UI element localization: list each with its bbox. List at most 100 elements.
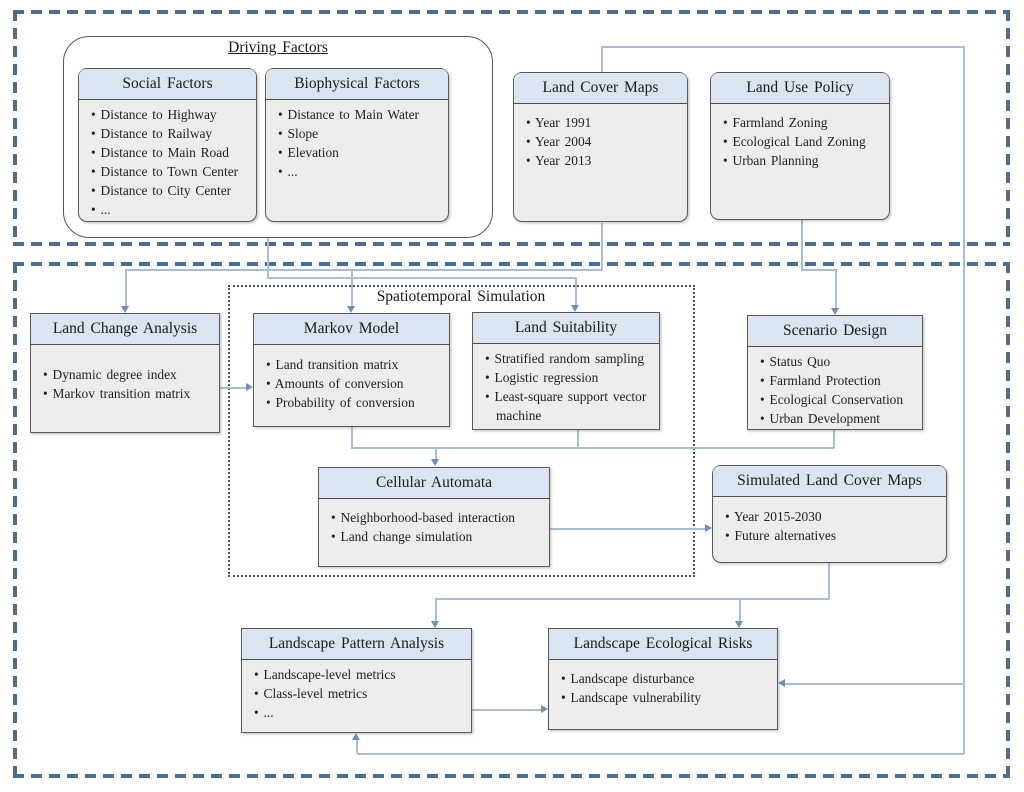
dashed-edge (13, 10, 17, 246)
box-items: Landscape disturbance Landscape vulnerab… (549, 660, 777, 707)
list-item: Future alternatives (721, 526, 942, 545)
box-title: Cellular Automata (319, 468, 549, 499)
list-item: Distance to Town Center (87, 162, 252, 181)
connector-simulated-bus (435, 598, 829, 600)
arrowhead (735, 621, 743, 628)
list-item: Logistic regression (481, 368, 655, 387)
list-item: Distance to City Center (87, 181, 252, 200)
box-items: Dynamic degree index Markov transition m… (31, 345, 219, 403)
dashed-edge (13, 262, 17, 778)
list-item: Distance to Highway (87, 105, 252, 124)
connector-analysis-to-markov (220, 387, 247, 389)
list-item: Land change simulation (327, 527, 545, 546)
list-item: Year 2015-2030 (721, 507, 942, 526)
list-item: Elevation (274, 143, 444, 162)
list-item: Stratified random sampling (481, 349, 655, 368)
box-items: Farmland Zoning Ecological Land Zoning U… (711, 104, 889, 170)
list-item: Year 2013 (522, 151, 683, 170)
arrowhead (431, 621, 439, 628)
list-item: Year 1991 (522, 113, 683, 132)
list-item: Urban Planning (719, 151, 885, 170)
arrowhead (705, 524, 712, 532)
box-items: Stratified random sampling Logistic regr… (473, 344, 659, 425)
list-item: Landscape vulnerability (557, 688, 773, 707)
arrowhead (831, 308, 839, 315)
arrowhead (571, 305, 579, 312)
connector-drivingfactors-bus (267, 277, 576, 279)
spatiotemporal-simulation-group (228, 285, 695, 577)
dashed-edge (13, 242, 1010, 246)
connector-simulated-bottom-stub (828, 563, 830, 599)
box-title: Scenario Design (748, 316, 922, 347)
arrowhead (431, 459, 439, 466)
box-scenario-design: Scenario Design Status Quo Farmland Prot… (747, 315, 923, 430)
list-item: Urban Development (756, 409, 918, 428)
connector-scenario-bottom-stub (833, 430, 835, 448)
box-land-cover-maps: Land Cover Maps Year 1991 Year 2004 Year… (513, 72, 688, 222)
driving-factors-label: Driving Factors (228, 39, 328, 56)
arrowhead (778, 679, 785, 687)
box-simulated-land-cover-maps: Simulated Land Cover Maps Year 2015-2030… (712, 465, 947, 563)
connector-to-cellular-automata (435, 447, 437, 460)
connector-landusepolicy-stub (801, 220, 803, 270)
arrowhead (541, 705, 548, 713)
dashed-edge (1006, 10, 1010, 246)
box-title: Markov Model (254, 314, 449, 345)
arrowhead (352, 733, 360, 740)
box-items: Year 2015-2030 Future alternatives (713, 497, 946, 545)
connector-landcover-top-stub (601, 46, 603, 72)
arrowhead (121, 306, 129, 313)
list-item: Land transition matrix (262, 355, 445, 374)
box-land-change-analysis: Land Change Analysis Dynamic degree inde… (30, 313, 220, 433)
list-item: Least-square support vector machine (481, 387, 655, 425)
box-title: Land Change Analysis (31, 314, 219, 345)
connector-suitability-bottom-stub (577, 430, 579, 448)
driving-factors-group (63, 36, 493, 238)
dashed-edge (13, 774, 1010, 778)
connector-to-pattern-analysis (435, 598, 437, 622)
connector-to-land-change-analysis (125, 269, 127, 307)
connector-landusepolicy-jog (801, 269, 836, 271)
box-title: Biophysical Factors (266, 69, 448, 100)
connector-to-markov-model (351, 269, 353, 307)
list-item: Distance to Railway (87, 124, 252, 143)
list-item: ... (250, 703, 467, 722)
arrowhead (246, 383, 253, 391)
box-title: Social Factors (79, 69, 256, 100)
list-item: Slope (274, 124, 444, 143)
box-landscape-ecological-risks: Landscape Ecological Risks Landscape dis… (548, 628, 778, 730)
box-items: Distance to Highway Distance to Railway … (79, 100, 256, 219)
connector-cellular-to-simulated (548, 528, 706, 530)
box-cellular-automata: Cellular Automata Neighborhood-based int… (318, 467, 550, 567)
box-landscape-pattern-analysis: Landscape Pattern Analysis Landscape-lev… (241, 628, 472, 733)
list-item: Amounts of conversion (262, 374, 445, 393)
list-item: Farmland Zoning (719, 113, 885, 132)
list-item: ... (87, 200, 252, 219)
connector-feedback-to-pattern-analysis (356, 740, 358, 753)
list-item: ... (274, 162, 444, 181)
dashed-edge (13, 10, 1010, 14)
box-title: Landscape Pattern Analysis (242, 629, 471, 660)
list-item: Ecological Land Zoning (719, 132, 885, 151)
box-items: Neighborhood-based interaction Land chan… (319, 499, 549, 546)
box-title: Land Use Policy (711, 73, 889, 104)
connector-feedback-to-ecological-risks (785, 683, 964, 685)
list-item: Farmland Protection (756, 371, 918, 390)
list-item: Status Quo (756, 352, 918, 371)
connector-right-feedback (963, 46, 965, 754)
list-item: Probability of conversion (262, 393, 445, 412)
connector-pattern-to-risks (472, 709, 542, 711)
list-item: Landscape disturbance (557, 669, 773, 688)
connector-drivingfactors-stub (267, 238, 269, 278)
box-markov-model: Markov Model Land transition matrix Amou… (253, 313, 450, 427)
box-items: Land transition matrix Amounts of conver… (254, 345, 449, 412)
connector-to-scenario-design (835, 269, 837, 309)
box-title: Simulated Land Cover Maps (713, 466, 946, 497)
connector-to-ecological-risks (739, 598, 741, 622)
connector-landcover-bottom-stub (601, 223, 603, 270)
box-land-use-policy: Land Use Policy Farmland Zoning Ecologic… (710, 72, 890, 220)
list-item: Ecological Conservation (756, 390, 918, 409)
box-title: Landscape Ecological Risks (549, 629, 777, 660)
list-item: Distance to Main Road (87, 143, 252, 162)
box-items: Landscape-level metrics Class-level metr… (242, 660, 471, 722)
